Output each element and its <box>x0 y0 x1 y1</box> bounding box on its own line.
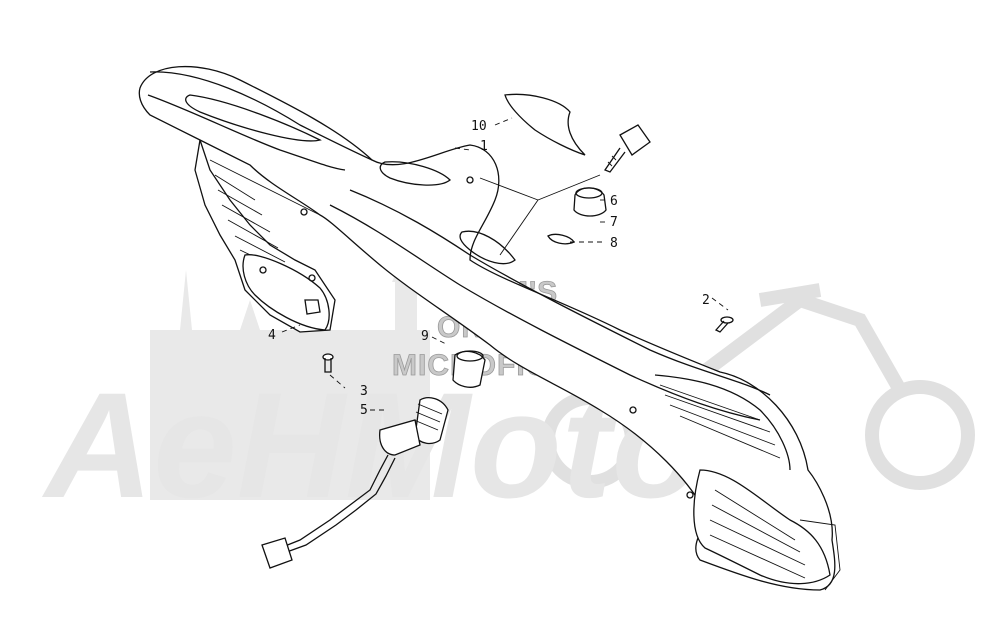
leader-lines <box>281 117 729 411</box>
decal-part <box>504 93 586 156</box>
switch-nut <box>573 187 607 217</box>
callout-7: 7 <box>610 215 618 230</box>
callout-8: 8 <box>610 236 618 251</box>
callout-9: 9 <box>421 329 429 344</box>
callout-10: 10 <box>471 119 487 134</box>
screw-2 <box>714 316 734 333</box>
callout-3: 3 <box>360 384 368 399</box>
callout-1: 1 <box>480 139 488 154</box>
screw-3 <box>322 353 334 373</box>
nut-4 <box>304 299 321 315</box>
ignition-key <box>604 124 651 173</box>
switch-boot <box>452 350 486 388</box>
callout-2: 2 <box>702 293 710 308</box>
callout-5: 5 <box>360 403 368 418</box>
console-main-part <box>138 65 841 591</box>
ignition-switch <box>261 397 449 569</box>
callout-labels: 1 2 3 4 5 6 7 8 9 10 <box>268 119 710 418</box>
skyline-silhouette <box>150 250 430 500</box>
callout-6: 6 <box>610 194 618 209</box>
callout-4: 4 <box>268 328 276 343</box>
